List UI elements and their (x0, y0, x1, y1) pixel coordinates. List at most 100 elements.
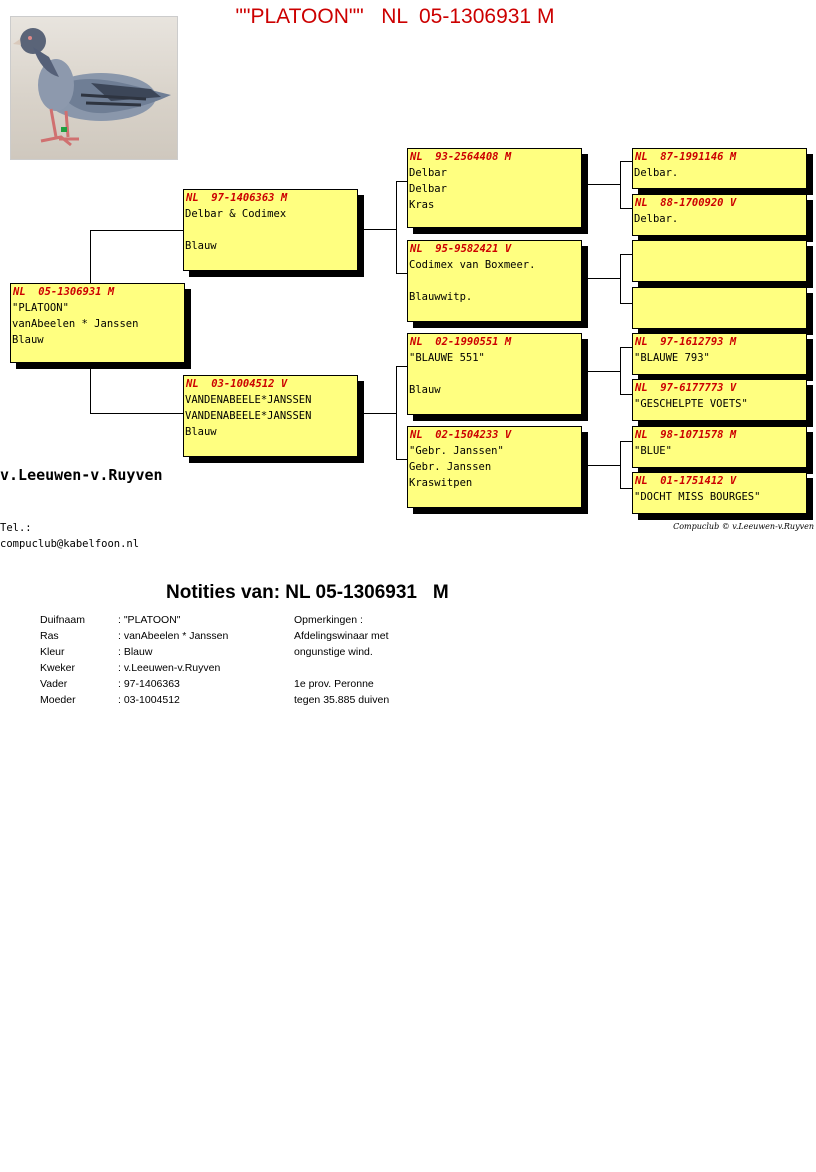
connector (396, 181, 397, 273)
pedigree-line: Blauwwitp. (409, 291, 473, 303)
connector (396, 366, 407, 367)
pedigree-box-ffm[interactable]: NL 88-1700920 V Delbar. (632, 194, 807, 236)
connector (620, 254, 632, 255)
pedigree-line: Blauw (185, 240, 217, 252)
pedigree-line: Delbar. (634, 213, 679, 225)
notes-title: Notities van: NL 05-1306931 M (166, 582, 449, 603)
ring-number: NL 87-1991146 M (635, 151, 737, 163)
connector (396, 459, 407, 460)
ring-number: NL 98-1071578 M (635, 429, 737, 441)
pedigree-line: "DOCHT MISS BOURGES" (634, 491, 761, 503)
notes-key: Duifnaam (40, 614, 85, 626)
connector (620, 254, 621, 303)
connector (587, 465, 620, 466)
pedigree-line: Codimex van Boxmeer. (409, 259, 536, 271)
notes-key: Vader (40, 678, 68, 690)
notes-remark: 1e prov. Peronne (294, 678, 374, 690)
pedigree-line: Delbar (409, 167, 447, 179)
pedigree-line: vanAbeelen * Janssen (12, 318, 139, 330)
pedigree-line: Delbar (409, 183, 447, 195)
pedigree-line (408, 273, 581, 289)
ring-number: NL 03-1004512 V (186, 378, 288, 390)
ring-number: NL 02-1504233 V (410, 429, 512, 441)
connector (620, 161, 632, 162)
connector (90, 413, 183, 414)
pedigree-line: "GESCHELPTE VOETS" (634, 398, 748, 410)
connector (620, 161, 621, 208)
pedigree-line: "PLATOON" (12, 302, 69, 314)
email-link[interactable]: compuclub@kabelfoon.nl (0, 538, 140, 550)
connector (620, 488, 632, 489)
ring-number: NL 88-1700920 V (635, 197, 737, 209)
connector (620, 208, 632, 209)
credit-text: Compuclub © v.Leeuwen-v.Ruyven (673, 522, 814, 531)
pedigree-box-mff[interactable]: NL 97-1612793 M "BLAUWE 793" (632, 333, 807, 375)
notes-value: : Blauw (118, 646, 153, 658)
pedigree-line: Delbar & Codimex (185, 208, 287, 220)
connector (620, 441, 621, 488)
notes-row: Kleur : Blauw ongunstige wind. (40, 646, 460, 662)
connector (620, 347, 632, 348)
notes-key: Kleur (40, 646, 65, 658)
connector (587, 184, 620, 185)
pedigree-line: VANDENABEELE*JANSSEN (185, 394, 312, 406)
notes-value: : "PLATOON" (118, 614, 181, 626)
pedigree-box-mfm[interactable]: NL 97-6177773 V "GESCHELPTE VOETS" (632, 379, 807, 421)
pedigree-box-mmf[interactable]: NL 98-1071578 M"BLUE" (632, 426, 807, 468)
page-title: ""PLATOON"" NL 05-1306931 M (235, 5, 555, 28)
connector (396, 181, 407, 182)
pedigree-line (184, 222, 357, 238)
notes-remark: tegen 35.885 duiven (294, 694, 390, 706)
pedigree-box-mother[interactable]: NL 03-1004512 V VANDENABEELE*JANSSEN VANDE… (183, 375, 358, 457)
ring-number: NL 93-2564408 M (410, 151, 512, 163)
notes-row: Kweker : v.Leeuwen-v.Ruyven (40, 662, 460, 678)
connector (620, 441, 632, 442)
pedigree-box-fmf[interactable] (632, 240, 807, 282)
ring-number: NL 97-1406363 M (186, 192, 288, 204)
ring-number: NL 95-9582421 V (410, 243, 512, 255)
notes-row: Duifnaam : "PLATOON" Opmerkingen : (40, 614, 460, 630)
pedigree-line: VANDENABEELE*JANSSEN (185, 410, 312, 422)
breeder-name: v.Leeuwen-v.Ruyven (0, 466, 163, 484)
connector (363, 413, 396, 414)
pedigree-line: Blauw (12, 334, 44, 346)
ring-number: NL 97-1612793 M (635, 336, 737, 348)
ring-number: NL 97-6177773 V (635, 382, 737, 394)
pedigree-box-mmm[interactable]: NL 01-1751412 V"DOCHT MISS BOURGES" (632, 472, 807, 514)
connector (620, 347, 621, 394)
notes-value: : 97-1406363 (118, 678, 180, 690)
pedigree-line (408, 366, 581, 382)
notes-row: Ras : vanAbeelen * Janssen Afdelingswina… (40, 630, 460, 646)
pigeon-icon (13, 28, 171, 147)
pedigree-box-subject[interactable]: NL 05-1306931 M"PLATOON"vanAbeelen * Jan… (10, 283, 185, 363)
pedigree-box-mm[interactable]: NL 02-1504233 V"Gebr. Janssen"Gebr. Jans… (407, 426, 582, 508)
ring-number: NL 02-1990551 M (410, 336, 512, 348)
pedigree-line: Kras (409, 199, 435, 211)
pedigree-line: Delbar. (634, 167, 679, 179)
tel-label: Tel.: (0, 522, 32, 534)
pedigree-box-fff[interactable]: NL 87-1991146 M Delbar. (632, 148, 807, 189)
connector (587, 278, 620, 279)
pedigree-line: Blauw (185, 426, 217, 438)
connector (90, 230, 183, 231)
notes-row: Vader : 97-1406363 1e prov. Peronne (40, 678, 460, 694)
pedigree-box-fmm[interactable] (632, 287, 807, 329)
pedigree-box-fm[interactable]: NL 95-9582421 V Codimex van Boxmeer. Blauw… (407, 240, 582, 322)
pedigree-line: "BLAUWE 551" (409, 352, 485, 364)
pedigree-box-mf[interactable]: NL 02-1990551 M "BLAUWE 551" Blauw (407, 333, 582, 415)
pigeon-photo (10, 16, 178, 160)
notes-value: : v.Leeuwen-v.Ruyven (118, 662, 221, 674)
notes-value: : vanAbeelen * Janssen (118, 630, 229, 642)
notes-key: Kweker (40, 662, 76, 674)
notes-value: : 03-1004512 (118, 694, 180, 706)
pedigree-line: Blauw (409, 384, 441, 396)
connector (396, 366, 397, 459)
notes-row: Moeder : 03-1004512 tegen 35.885 duiven (40, 694, 460, 710)
connector (396, 273, 407, 274)
pedigree-line: "Gebr. Janssen" (409, 445, 504, 457)
notes-remark: Opmerkingen : (294, 614, 363, 626)
pedigree-line: "BLAUWE 793" (634, 352, 710, 364)
connector (620, 303, 632, 304)
